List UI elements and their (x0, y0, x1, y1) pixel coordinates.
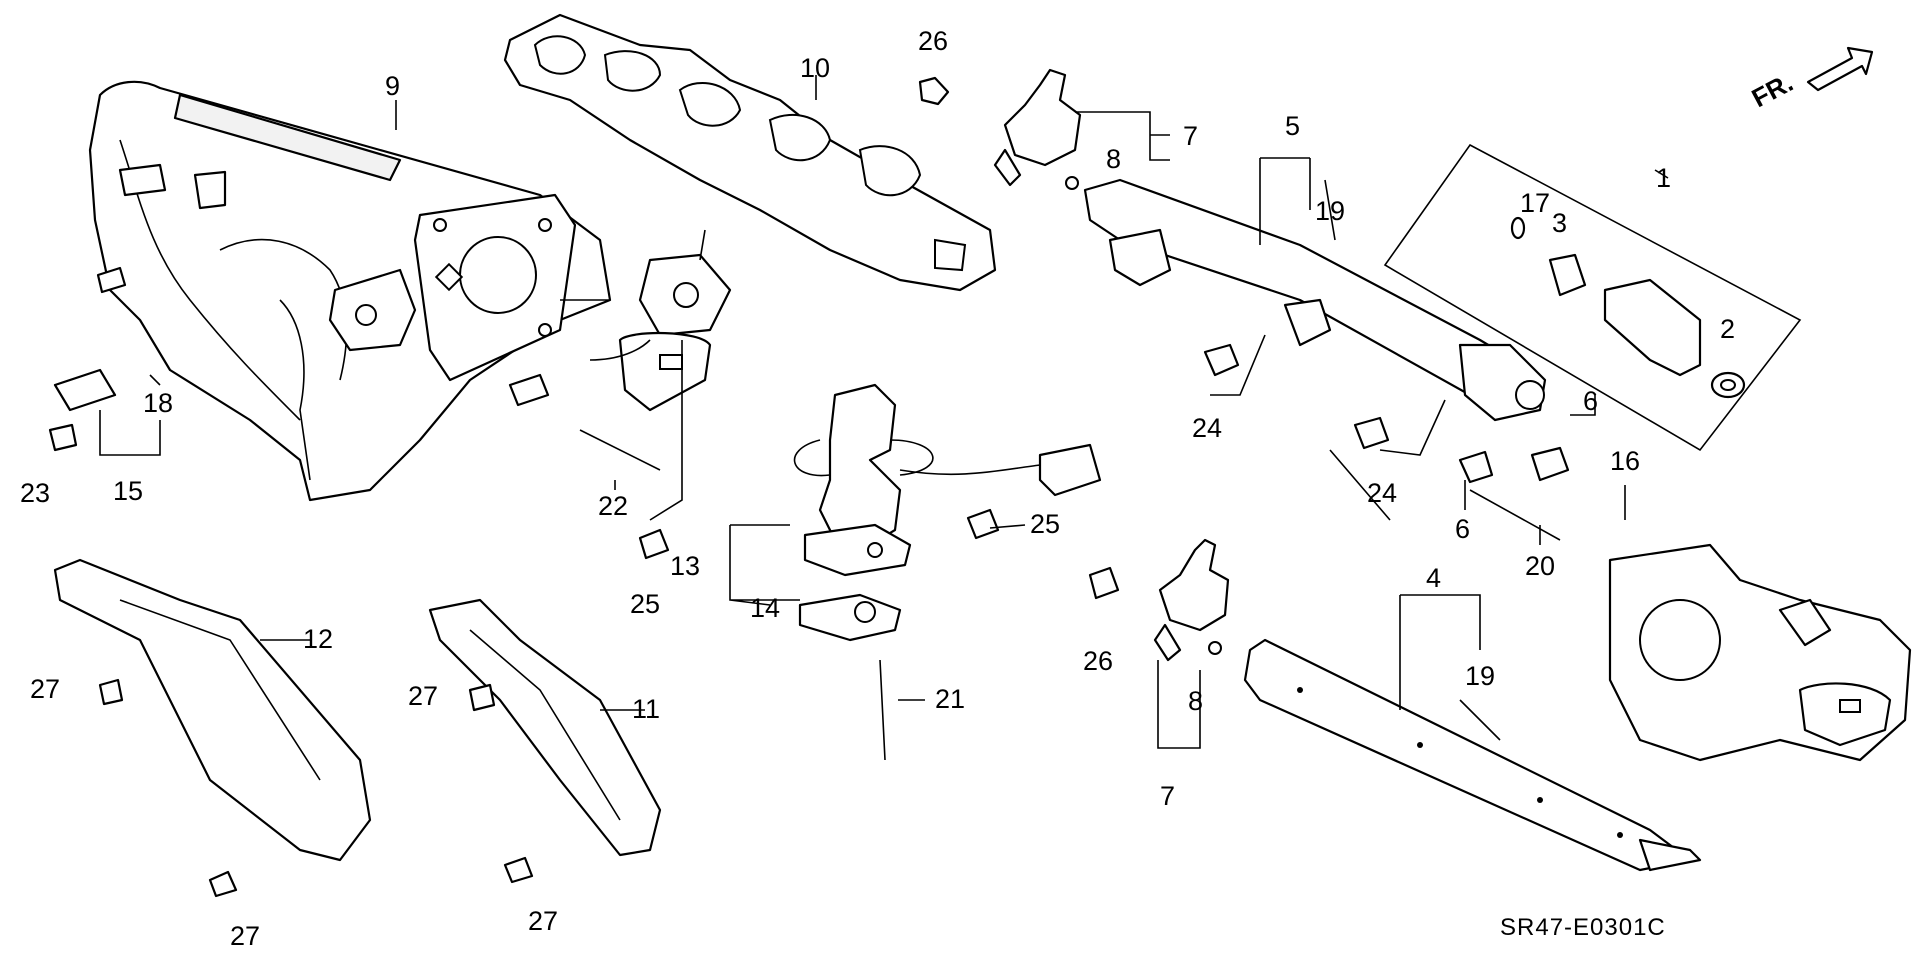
callout-7b: 7 (1160, 781, 1175, 811)
front-direction-arrow-icon (1806, 46, 1874, 92)
callout-27d: 27 (528, 906, 558, 936)
callout-8a: 8 (1106, 144, 1121, 174)
fuel-pressure-regulator-lower (1153, 538, 1230, 662)
callout-21: 21 (935, 684, 965, 714)
egr-valve (793, 383, 1102, 642)
throttle-body (1608, 543, 1912, 762)
callout-11: 11 (632, 694, 660, 724)
callout-1: 1 (1656, 163, 1671, 193)
callout-14: 14 (750, 593, 780, 623)
callout-3: 3 (1552, 208, 1567, 238)
callout-18: 18 (143, 388, 173, 418)
callout-7a: 7 (1183, 121, 1198, 151)
small-fasteners (48, 76, 1570, 898)
callout-10: 10 (800, 53, 830, 83)
callout-13: 13 (670, 551, 700, 581)
callout-9: 9 (385, 71, 400, 101)
callout-26a: 26 (918, 26, 948, 56)
callout-19a: 19 (1315, 196, 1345, 226)
manifold-bracket-12 (53, 558, 372, 862)
callout-20: 20 (1525, 551, 1555, 581)
callout-6a: 6 (1583, 386, 1598, 416)
intake-manifold (88, 80, 732, 502)
callout-23: 23 (20, 478, 50, 508)
callout-19b: 19 (1465, 661, 1495, 691)
callout-8b: 8 (1188, 686, 1203, 716)
callout-27c: 27 (230, 921, 260, 951)
front-direction-indicator: FR. (1747, 46, 1874, 113)
manifold-bracket-11 (428, 598, 662, 857)
callout-12: 12 (303, 624, 333, 654)
leader-lines (99, 75, 1669, 749)
fuel-rail-upper (1083, 178, 1547, 422)
callout-25b: 25 (630, 589, 660, 619)
callout-4: 4 (1426, 563, 1441, 593)
fuel-rail-lower (1243, 638, 1702, 872)
callout-25a: 25 (1030, 509, 1060, 539)
callout-6b: 6 (1455, 514, 1470, 544)
callout-27b: 27 (408, 681, 438, 711)
callout-24a: 24 (1192, 413, 1222, 443)
callout-5: 5 (1285, 111, 1300, 141)
fuel-pressure-regulator-upper (993, 68, 1082, 190)
callout-2: 2 (1720, 314, 1735, 344)
callout-26b: 26 (1083, 646, 1113, 676)
callout-22: 22 (598, 491, 628, 521)
injector-assembly (1383, 143, 1802, 452)
intake-manifold-gasket (503, 13, 997, 292)
callout-17: 17 (1520, 188, 1550, 218)
callout-16: 16 (1610, 446, 1640, 476)
callout-24b: 24 (1367, 478, 1397, 508)
front-direction-label: FR. (1747, 67, 1798, 113)
drawing-code: SR47-E0301C (1500, 914, 1666, 941)
callout-labels: 1 2 3 4 5 6 6 7 7 8 8 9 10 11 12 13 14 1… (20, 26, 1735, 951)
callout-15: 15 (113, 476, 143, 506)
callout-27a: 27 (30, 674, 60, 704)
